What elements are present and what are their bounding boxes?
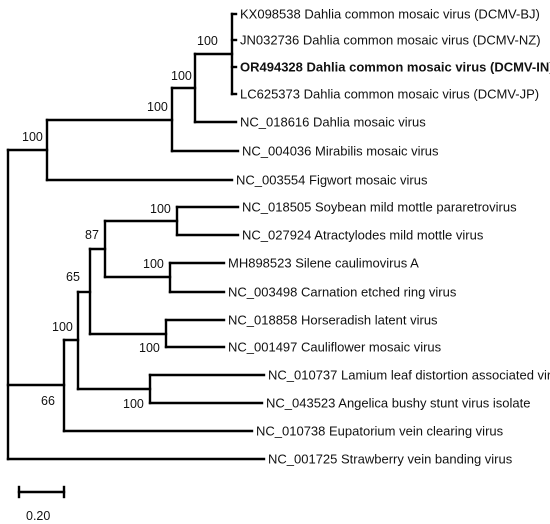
tree-branches [6, 12, 266, 461]
leaf-label-t11: NC_003498 Carnation etched ring virus [228, 285, 457, 300]
leaf-label-t7: NC_003554 Figwort mosaic virus [236, 173, 428, 188]
leaf-label-t4: LC625373 Dahlia common mosaic virus (DCM… [240, 87, 539, 102]
scale-bar: 0.20 [17, 485, 66, 523]
bootstrap-value: 100 [150, 202, 171, 216]
leaf-label-t12: NC_018858 Horseradish latent virus [228, 313, 438, 328]
leaf-label-t17: NC_001725 Strawberry vein banding virus [268, 452, 513, 467]
bootstrap-labels: 100 100 100 100 100 87 100 65 100 100 100 66 [22, 34, 218, 411]
leaf-labels: KX098538 Dahlia common mosaic virus (DCM… [228, 7, 550, 467]
leaf-label-t6: NC_004036 Mirabilis mosaic virus [242, 144, 439, 159]
leaf-label-t9: NC_027924 Atractylodes mild mottle virus [242, 228, 484, 243]
bootstrap-value: 100 [197, 34, 218, 48]
bootstrap-value: 100 [22, 130, 43, 144]
leaf-label-t8: NC_018505 Soybean mild mottle pararetrov… [242, 200, 517, 215]
bootstrap-value: 100 [139, 341, 160, 355]
leaf-label-t14: NC_010737 Lamium leaf distortion associa… [268, 368, 550, 383]
leaf-label-t15: NC_043523 Angelica bushy stunt virus iso… [266, 396, 531, 411]
leaf-label-t16: NC_010738 Eupatorium vein clearing virus [256, 424, 504, 439]
bootstrap-value: 87 [85, 228, 99, 242]
leaf-label-t5: NC_018616 Dahlia mosaic virus [240, 115, 426, 130]
scale-bar-label: 0.20 [26, 509, 50, 523]
bootstrap-value: 66 [41, 394, 55, 408]
bootstrap-value: 100 [171, 69, 192, 83]
bootstrap-value: 100 [143, 257, 164, 271]
bootstrap-value: 100 [123, 397, 144, 411]
leaf-label-t3: OR494328 Dahlia common mosaic virus (DCM… [240, 60, 550, 75]
leaf-label-t10: MH898523 Silene caulimovirus A [228, 256, 419, 271]
bootstrap-value: 100 [52, 320, 73, 334]
leaf-label-t13: NC_001497 Cauliflower mosaic virus [228, 340, 442, 355]
bootstrap-value: 100 [147, 100, 168, 114]
bootstrap-value: 65 [66, 270, 80, 284]
leaf-label-t2: JN032736 Dahlia common mosaic virus (DCM… [240, 33, 541, 48]
leaf-label-t1: KX098538 Dahlia common mosaic virus (DCM… [240, 7, 540, 22]
